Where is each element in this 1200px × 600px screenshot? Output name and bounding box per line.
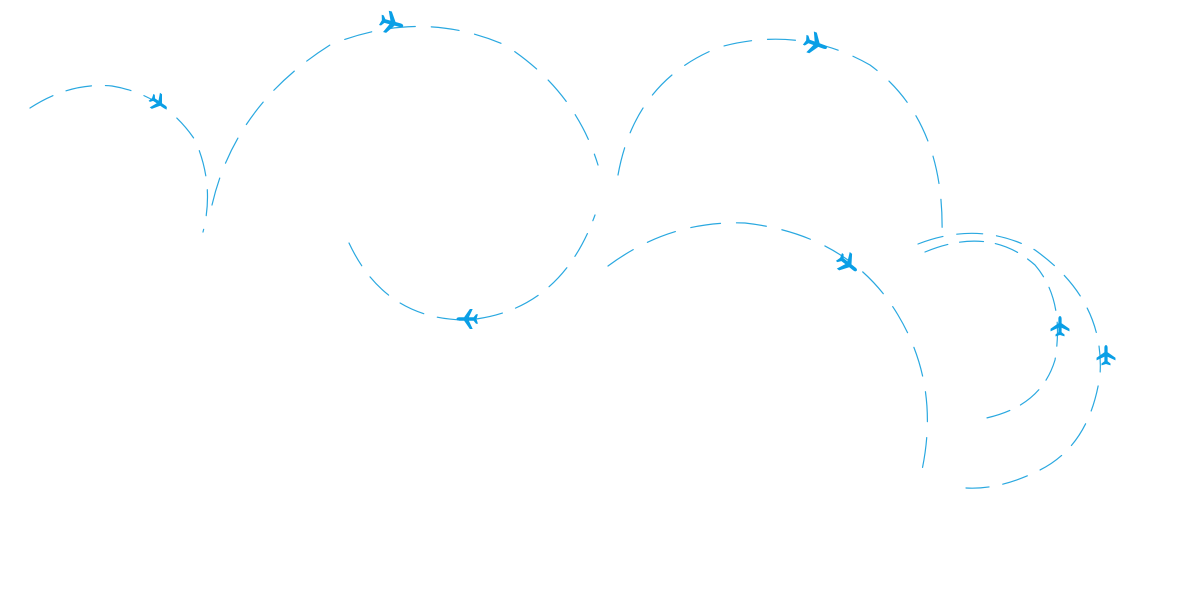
route-2: [211, 25, 599, 206]
airplane-icon: [800, 29, 831, 59]
route-3: [348, 214, 596, 321]
airplane-icon: [1050, 316, 1070, 337]
route-6: [917, 232, 1101, 489]
airplane-icon: [456, 309, 478, 329]
route-5: [607, 222, 928, 471]
planes-layer: [145, 9, 1116, 366]
route-4: [617, 38, 943, 236]
routes-layer: [29, 25, 1101, 489]
route-1: [29, 84, 209, 233]
route-7: [924, 240, 1059, 421]
airplane-icon: [145, 90, 172, 116]
airplane-icon: [377, 9, 407, 37]
